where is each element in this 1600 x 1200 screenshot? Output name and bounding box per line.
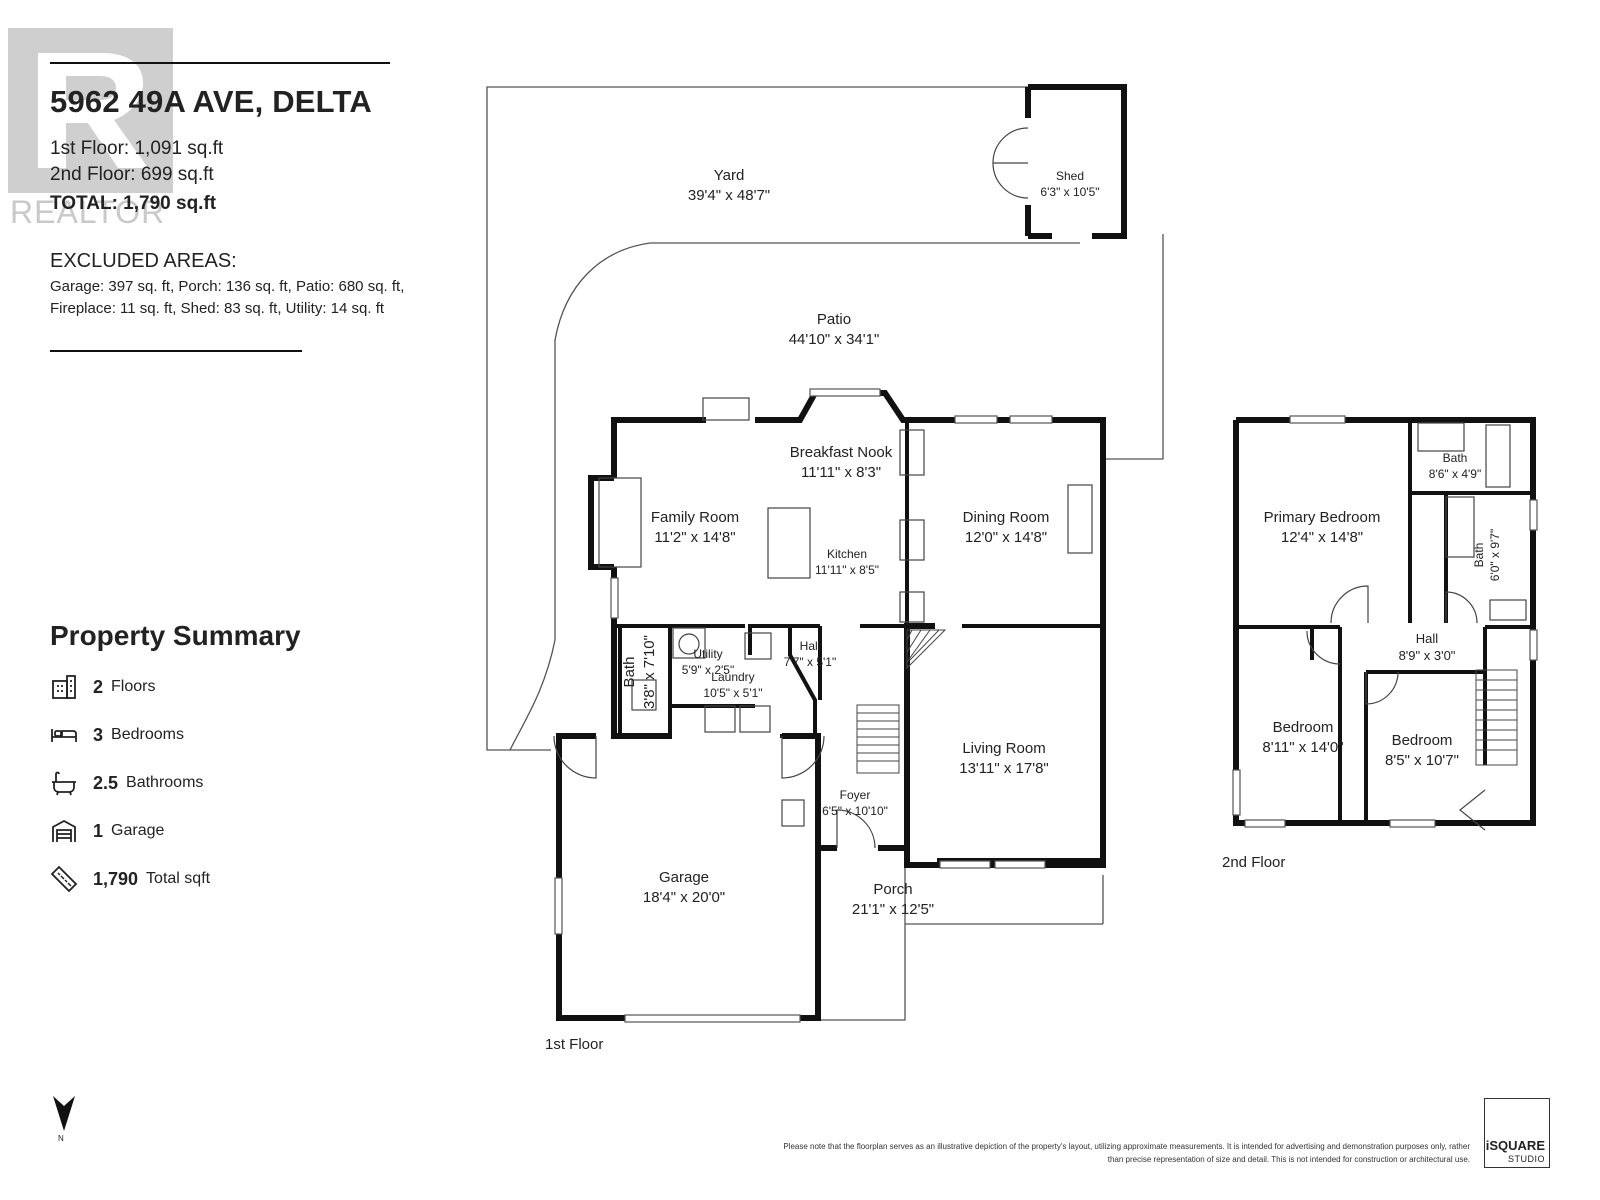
summary-total-sqft: 1,790 Total sqft xyxy=(50,864,210,894)
second-floor-area: 2nd Floor: 699 sq.ft xyxy=(50,164,214,185)
excluded-areas-title: EXCLUDED AREAS: xyxy=(50,250,237,272)
kitchen-island xyxy=(767,507,811,579)
fixtures xyxy=(598,397,1527,827)
excluded-areas-line-1: Garage: 397 sq. ft, Porch: 136 sq. ft, P… xyxy=(50,278,405,295)
isquare-studio-logo: iSQUARE STUDIO xyxy=(1484,1098,1550,1168)
header-rule-bottom xyxy=(50,350,302,352)
windows xyxy=(554,388,1538,1023)
summary-total-sqft-value: 1,790 xyxy=(93,868,139,889)
summary-bedrooms-value: 3 xyxy=(93,724,104,745)
summary-garage-label: Garage xyxy=(111,822,165,839)
summary-bedrooms-label: Bedrooms xyxy=(111,726,184,743)
garage-icon xyxy=(52,819,76,842)
floor-2-label: 2nd Floor xyxy=(1222,854,1286,871)
excluded-areas-line-2: Fireplace: 11 sq. ft, Shed: 83 sq. ft, U… xyxy=(50,300,385,317)
total-area: TOTAL: 1,790 sq.ft xyxy=(50,193,217,214)
summary-garage: 1 Garage xyxy=(50,816,164,846)
property-address: 5962 49A AVE, DELTA xyxy=(50,84,372,119)
realtor-logo xyxy=(8,28,173,193)
summary-bedrooms: 3 Bedrooms xyxy=(50,720,184,750)
second-floor-wall xyxy=(1233,417,1536,826)
house-wall-top xyxy=(611,417,706,478)
interior-walls xyxy=(614,420,1533,862)
floor-1-label: 1st Floor xyxy=(545,1036,604,1053)
stairs xyxy=(856,629,1518,774)
yard-outline xyxy=(486,86,1028,751)
summary-bathrooms-value: 2.5 xyxy=(93,772,119,793)
header-rule-top xyxy=(50,62,390,64)
fireplace-wall xyxy=(588,475,614,570)
disclaimer-text: Please note that the floorplan serves as… xyxy=(783,1142,1470,1164)
summary-bathrooms-label: Bathrooms xyxy=(126,774,204,791)
summary-total-sqft-label: Total sqft xyxy=(146,870,211,887)
summary-bathrooms: 2.5 Bathrooms xyxy=(50,768,203,798)
ruler-icon xyxy=(50,865,78,893)
bed-icon xyxy=(51,729,77,742)
property-summary-title: Property Summary xyxy=(50,620,301,651)
north-arrow-icon xyxy=(53,1096,75,1131)
summary-garage-value: 1 xyxy=(93,820,104,841)
north-label: N xyxy=(58,1134,64,1143)
brand-name: iSQUARE xyxy=(1485,1138,1545,1153)
patio-outline xyxy=(509,234,1164,751)
building-icon xyxy=(52,675,76,699)
first-floor-area: 1st Floor: 1,091 sq.ft xyxy=(50,138,224,159)
summary-floors-value: 2 xyxy=(93,676,104,697)
brand-sub: STUDIO xyxy=(1507,1154,1545,1164)
shed-wall xyxy=(1028,84,1127,239)
summary-floors-label: Floors xyxy=(111,678,156,695)
realtor-watermark-text: REALTOR xyxy=(10,194,166,230)
doors xyxy=(553,127,1486,849)
bathtub-icon xyxy=(52,771,76,796)
summary-floors: 2 Floors xyxy=(50,672,155,702)
